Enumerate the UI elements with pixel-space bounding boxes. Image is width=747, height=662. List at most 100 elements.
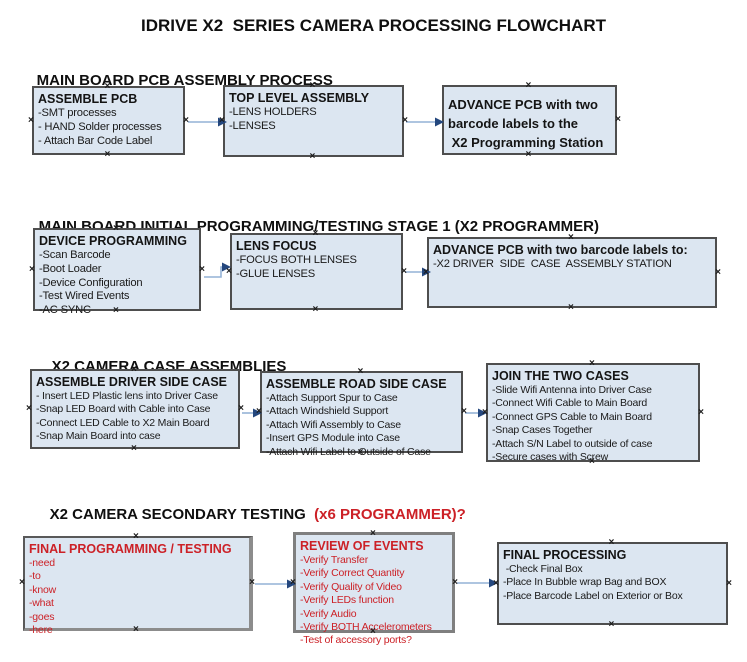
flowchart-title: IDRIVE X2 SERIES CAMERA PROCESSING FLOWC… xyxy=(140,16,607,35)
box-item: -Check Final Box xyxy=(503,563,583,575)
box-item: -Connect LED Cable to X2 Main Board xyxy=(36,416,210,429)
handle-icon: × xyxy=(131,443,137,454)
box-item: -Boot Loader xyxy=(39,262,102,275)
handle-icon: × xyxy=(452,576,458,588)
box-title: JOIN THE TWO CASES xyxy=(492,369,629,383)
box-title: ASSEMBLE DRIVER SIDE CASE xyxy=(36,375,228,389)
box-item: -GLUE LENSES xyxy=(236,267,316,280)
box-item: -Insert GPS Module into Case xyxy=(266,432,400,445)
flow-box-top-level-assembly: × × × × TOP LEVEL ASSEMBLY -LENS HOLDERS… xyxy=(219,80,408,162)
flow-box-assemble-driver-side-case: × × × × ASSEMBLE DRIVER SIDE CASE - Inse… xyxy=(26,364,244,454)
box-item: -Snap Cases Together xyxy=(492,424,593,437)
box-item: -Connect GPS Cable to Main Board xyxy=(492,410,652,423)
handle-icon: × xyxy=(133,624,139,635)
handle-icon: × xyxy=(309,151,316,162)
handle-icon: × xyxy=(402,115,408,126)
section-heading-text: MAIN BOARD PCB ASSEMBLY PROCESS xyxy=(36,72,333,89)
handle-icon: × xyxy=(290,576,296,588)
handle-icon: × xyxy=(199,263,205,275)
box-item: -Test Wired Events xyxy=(39,290,130,303)
handle-icon: × xyxy=(525,149,532,160)
box-item: -Slide Wifi Antenna into Driver Case xyxy=(492,384,652,396)
box-title: FINAL PROGRAMMING / TESTING xyxy=(29,542,232,556)
section-heading-secondary-testing: X2 CAMERA SECONDARY TESTING (x6 PROGRAMM… xyxy=(33,489,466,540)
box-item: -Place In Bubble wrap Bag and BOX xyxy=(503,576,667,589)
handle-icon: × xyxy=(104,149,111,160)
handle-icon: × xyxy=(226,265,232,277)
handle-icon: × xyxy=(131,364,137,375)
handle-icon: × xyxy=(309,80,316,91)
box-item: -Attach Wifi Label to Outside of Case xyxy=(266,445,431,458)
box-item: -here xyxy=(29,624,53,637)
handle-icon: × xyxy=(589,358,595,369)
handle-icon: × xyxy=(183,114,189,126)
box-text-line: ADVANCE PCB with two xyxy=(448,97,598,112)
box-item: -goes xyxy=(29,610,55,623)
section-heading-pcb-assembly: MAIN BOARD PCB ASSEMBLY PROCESS xyxy=(20,55,333,106)
box-item: -LENSES xyxy=(229,119,276,132)
handle-icon: × xyxy=(423,266,429,278)
box-item: -Connect Wifi Cable to Main Board xyxy=(492,397,648,410)
box-item: -Verify BOTH Accelerometers xyxy=(300,621,432,634)
handle-icon: × xyxy=(726,577,732,589)
flow-box-advance-pcb-case-assembly: × × × × ADVANCE PCB with two barcode lab… xyxy=(423,232,721,313)
flow-box-final-programming-testing: × × × × FINAL PROGRAMMING / TESTING -nee… xyxy=(19,531,255,637)
box-item: -LENS HOLDERS xyxy=(229,106,317,118)
handle-icon: × xyxy=(113,305,119,316)
box-title: ASSEMBLE PCB xyxy=(38,92,138,106)
handle-icon: × xyxy=(19,577,25,588)
handle-icon: × xyxy=(525,80,532,91)
handle-icon: × xyxy=(357,366,364,377)
flow-box-device-programming: × × × × DEVICE PROGRAMMING -Scan Barcode… xyxy=(29,223,205,317)
box-item: -Verify LEDs function xyxy=(300,594,394,607)
box-item: -Device Configuration xyxy=(39,276,143,289)
box-item-overflow: -Test of accessory ports? xyxy=(300,634,412,647)
box-item: -need xyxy=(29,557,55,569)
handle-icon: × xyxy=(401,265,407,277)
handle-icon: × xyxy=(113,223,119,234)
connector-arrow xyxy=(204,266,224,278)
box-item: - HAND Solder processes xyxy=(38,120,162,133)
box-item: -to xyxy=(29,570,41,583)
handle-icon: × xyxy=(238,403,244,414)
handle-icon: × xyxy=(370,528,376,539)
box-item: -Verify Audio xyxy=(300,607,357,620)
box-item: -Verify Correct Quantity xyxy=(300,567,405,580)
section-heading-red-text: (x6 PROGRAMMER)? xyxy=(309,506,466,523)
box-item: -Snap LED Board with Cable into Case xyxy=(36,403,211,416)
handle-icon: × xyxy=(698,406,704,418)
box-item: -Snap Main Board into case xyxy=(36,430,161,443)
handle-icon: × xyxy=(608,537,615,548)
handle-icon: × xyxy=(370,626,376,637)
box-text-line: X2 Programming Station xyxy=(448,135,604,150)
handle-icon: × xyxy=(256,406,262,417)
box-text-line: barcode labels to the xyxy=(448,116,579,131)
box-item: -AC SYNC xyxy=(39,304,91,317)
handle-icon: × xyxy=(26,403,32,414)
handle-icon: × xyxy=(29,263,35,275)
handle-icon: × xyxy=(219,115,225,126)
box-item: -Secure cases with Screw xyxy=(492,451,608,464)
box-item: -Place Barcode Label on Exterior or Box xyxy=(503,589,683,602)
handle-icon: × xyxy=(249,577,255,588)
handle-icon: × xyxy=(312,304,319,315)
flow-box-join-the-two-cases: × × × × JOIN THE TWO CASES -Slide Wifi A… xyxy=(482,358,704,467)
handle-icon: × xyxy=(104,81,111,92)
box-item: -Attach Wifi Assembly to Case xyxy=(266,418,401,431)
box-item: - Insert LED Plastic lens into Driver Ca… xyxy=(36,390,218,402)
box-item: -Scan Barcode xyxy=(39,249,111,261)
box-title: LENS FOCUS xyxy=(236,239,317,253)
box-item: -know xyxy=(29,583,57,596)
box-item: -what xyxy=(29,597,54,610)
box-title: ADVANCE PCB with two barcode labels to: xyxy=(433,243,688,257)
box-title: DEVICE PROGRAMMING xyxy=(39,234,187,248)
flow-box-lens-focus: × × × × LENS FOCUS -FOCUS BOTH LENSES -G… xyxy=(226,229,407,315)
handle-icon: × xyxy=(568,302,574,313)
flow-box-review-of-events: × × × × REVIEW OF EVENTS -Verify Transfe… xyxy=(290,528,458,647)
handle-icon: × xyxy=(568,232,574,243)
handle-icon: × xyxy=(133,531,139,542)
box-item: -SMT processes xyxy=(38,107,117,119)
flow-box-final-processing: × × × × FINAL PROCESSING -Check Final Bo… xyxy=(493,537,732,630)
box-item: -Attach Windshield Support xyxy=(266,405,389,418)
